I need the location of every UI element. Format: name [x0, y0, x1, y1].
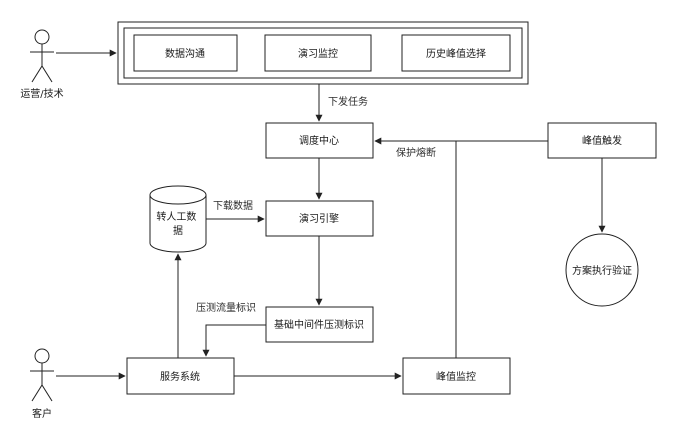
dispatch-center-label: 调度中心 — [299, 134, 339, 147]
drill-engine-node: 演习引擎 — [265, 200, 374, 237]
data-comm-node: 数据沟通 — [133, 34, 238, 72]
history-peak-label: 历史峰值选择 — [426, 47, 486, 60]
peak-trigger-label: 峰值触发 — [582, 134, 622, 147]
ops-actor-icon — [30, 29, 54, 83]
peak-trigger-node: 峰值触发 — [547, 122, 657, 159]
drill-engine-label: 演习引擎 — [299, 212, 339, 225]
edge-dispatch-task-label: 下发任务 — [328, 95, 368, 108]
data-comm-label: 数据沟通 — [165, 47, 205, 60]
edge-middleware-to-service — [202, 324, 266, 357]
plan-verify-label: 方案执行验证 — [572, 264, 632, 277]
storage-cylinder: 转人工数 据 — [149, 185, 207, 253]
edge-pressure-flag-label: 压测流量标识 — [196, 301, 256, 314]
customer-actor-label: 客户 — [32, 407, 52, 420]
dispatch-center-node: 调度中心 — [265, 122, 374, 159]
peak-monitor-label: 峰值监控 — [436, 370, 476, 383]
edge-fuse-protect-label: 保护熔断 — [396, 146, 436, 159]
middleware-node: 基础中间件压测标识 — [265, 306, 374, 343]
storage-label: 转人工数 据 — [156, 210, 199, 237]
middleware-label: 基础中间件压测标识 — [274, 318, 364, 331]
edge-download-data-label: 下载数据 — [213, 199, 253, 212]
ops-actor-label: 运营/技术 — [20, 87, 63, 100]
drill-monitor-label: 演习监控 — [298, 47, 338, 60]
customer-actor-icon — [30, 348, 54, 402]
plan-verify-node: 方案执行验证 — [565, 233, 639, 307]
drill-monitor-node: 演习监控 — [264, 34, 372, 72]
peak-monitor-node: 峰值监控 — [402, 357, 511, 395]
history-peak-node: 历史峰值选择 — [401, 34, 511, 72]
service-system-node: 服务系统 — [126, 357, 235, 395]
service-system-label: 服务系统 — [160, 370, 200, 383]
